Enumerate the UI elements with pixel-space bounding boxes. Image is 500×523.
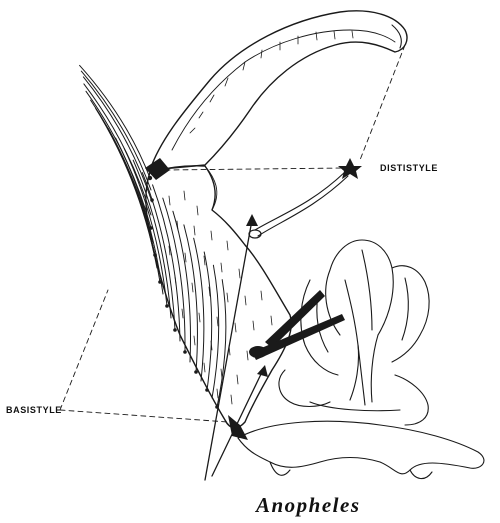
surface-hair (245, 296, 246, 305)
surface-hair (211, 231, 212, 240)
dististyle-label: DISTISTYLE (380, 163, 438, 173)
surface-hair (221, 369, 222, 378)
surface-hair (194, 336, 195, 345)
spine-structures (249, 290, 345, 360)
surface-hair (217, 389, 218, 398)
surface-hair (182, 309, 183, 318)
surface-hair (231, 395, 232, 404)
surface-hair (235, 323, 236, 332)
surface-hair (253, 321, 254, 330)
surface-hair (239, 269, 240, 278)
surface-hair (175, 276, 176, 285)
basistyle-label: BASISTYLE (6, 405, 62, 415)
surface-hair (217, 317, 218, 326)
surface-hair (227, 241, 228, 250)
surface-hair (199, 313, 200, 322)
seta (194, 238, 204, 381)
surface-hair (185, 253, 186, 262)
seta (212, 265, 219, 398)
basistyle-surface-hairs (169, 191, 272, 404)
surface-hair (184, 191, 185, 200)
claspette-rod (249, 172, 348, 238)
surface-hair (221, 263, 222, 272)
surface-hair (194, 226, 195, 235)
genus-caption: Anopheles (254, 493, 361, 517)
aedeagus-structures (238, 240, 484, 479)
surface-hair (237, 375, 238, 384)
label-leaders (60, 45, 405, 422)
surface-hair (204, 363, 205, 372)
surface-hair (227, 293, 228, 302)
seta (83, 77, 152, 202)
surface-hair (271, 316, 272, 325)
dististyle-segment (150, 11, 407, 170)
basistyle-setae (80, 65, 226, 407)
surface-hair (261, 291, 262, 300)
seta (204, 252, 211, 390)
surface-hair (247, 351, 248, 360)
surface-hair (197, 206, 198, 215)
surface-hair (192, 283, 193, 292)
surface-hair (177, 221, 178, 230)
surface-hair (169, 196, 170, 205)
